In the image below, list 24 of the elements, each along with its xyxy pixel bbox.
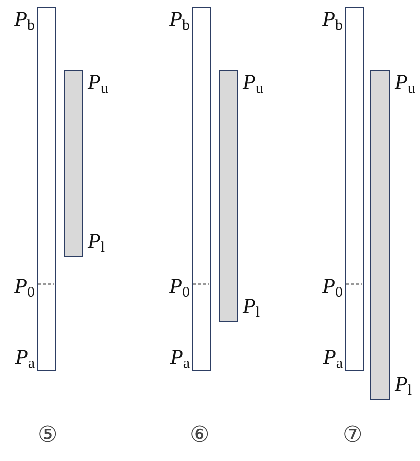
outlined-bar [345,7,364,371]
case-number: ⑦ [343,422,363,448]
point-label: P$_{u}$ [88,72,108,93]
point-label: P$_{l}$ [243,296,260,317]
point-label: P$_{0}$ [170,276,190,297]
shaded-bar [219,70,238,322]
point-label: P$_{u}$ [243,72,264,93]
case-number: ⑤ [38,422,58,448]
point-label: P$_{a}$ [16,347,35,368]
point-label: P$_{a}$ [170,347,190,368]
shaded-bar [64,70,83,257]
point-label: P$_{b}$ [170,9,190,30]
point-label: P$_{0}$ [322,276,343,297]
point-label: P$_{u}$ [395,72,416,93]
point-label: P$_{l}$ [88,231,105,252]
point-label: P$_{b}$ [14,9,35,30]
outlined-bar [37,7,56,371]
outlined-bar [192,7,211,371]
point-label: P$_{0}$ [14,276,35,297]
point-label: P$_{b}$ [322,9,343,30]
shaded-bar [370,70,390,400]
point-label: P$_{l}$ [395,374,412,395]
case-number: ⑥ [190,422,210,448]
point-label: P$_{a}$ [324,347,343,368]
